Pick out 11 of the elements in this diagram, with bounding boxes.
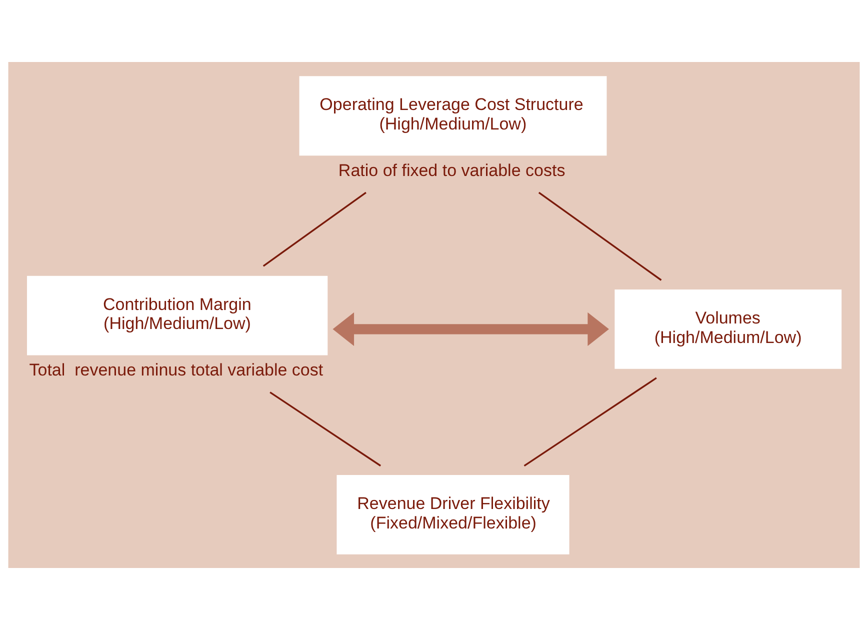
connector bbox=[538, 191, 662, 280]
node-label: Total revenue minus total variable cost bbox=[29, 360, 324, 380]
connector bbox=[524, 376, 657, 466]
node-label: Ratio of fixed to variable costs bbox=[338, 160, 566, 180]
node-box: Revenue Driver Flexibility (Fixed/Mixed/Flexible) bbox=[336, 474, 570, 554]
node-box: Volumes (High/Medium/Low) bbox=[614, 288, 842, 368]
arrow bbox=[332, 312, 609, 346]
connector bbox=[270, 391, 382, 466]
node-box: Operating Leverage Cost Structure (High/Medium/Low) bbox=[299, 76, 607, 156]
connector bbox=[262, 191, 366, 266]
node-box: Contribution Margin (High/Medium/Low) bbox=[27, 275, 328, 355]
